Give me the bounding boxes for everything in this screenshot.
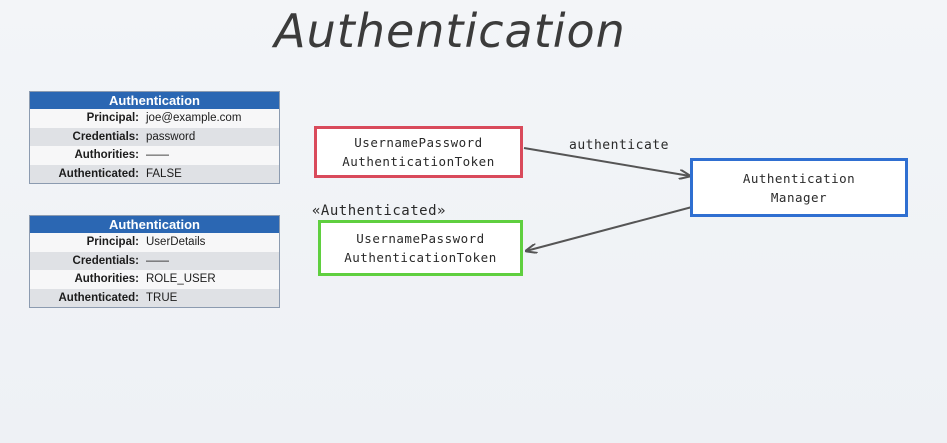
authenticated-stereotype: «Authenticated»	[312, 203, 446, 219]
authentication-table-unauthenticated: Authentication Principal: joe@example.co…	[29, 91, 280, 184]
row-key: Authorities:	[74, 273, 139, 285]
row-value: ——	[146, 254, 169, 267]
node-line-1: UsernamePassword	[354, 135, 483, 150]
row-key: Credentials:	[72, 254, 139, 267]
table-row-credentials: Credentials: password	[30, 127, 279, 146]
authentication-manager-node: Authentication Manager	[690, 158, 908, 217]
table-row-principal: Principal: joe@example.com	[30, 109, 279, 128]
row-value: TRUE	[146, 291, 178, 304]
table-row-principal: Principal: UserDetails	[30, 233, 279, 252]
table-header: Authentication	[30, 216, 279, 233]
node-line-2: AuthenticationToken	[344, 250, 497, 265]
node-line-1: UsernamePassword	[356, 231, 485, 246]
row-value: joe@example.com	[146, 112, 242, 124]
row-key: Principal:	[86, 236, 139, 248]
table-row-authenticated: Authenticated: TRUE	[30, 288, 279, 307]
row-value: UserDetails	[146, 236, 206, 248]
row-key: Authorities:	[74, 149, 139, 161]
request-token-node: UsernamePassword AuthenticationToken	[314, 126, 523, 178]
node-line-2: Manager	[770, 189, 828, 205]
row-value: ROLE_USER	[146, 273, 216, 285]
row-key: Authenticated:	[58, 167, 140, 180]
authentication-table-authenticated: Authentication Principal: UserDetails Cr…	[29, 215, 280, 308]
node-line-2: AuthenticationToken	[342, 154, 495, 169]
table-row-credentials: Credentials: ——	[30, 251, 279, 270]
page-title: Authentication	[274, 4, 626, 58]
row-key: Authenticated:	[58, 291, 140, 304]
authenticate-label: authenticate	[569, 138, 669, 153]
row-value: ——	[146, 149, 169, 161]
row-key: Credentials:	[72, 130, 139, 143]
authenticate-arrow	[523, 147, 690, 176]
table-row-authorities: Authorities: ——	[30, 146, 279, 165]
table-header: Authentication	[30, 92, 279, 109]
table-row-authenticated: Authenticated: FALSE	[30, 164, 279, 183]
node-line-1: Authentication	[742, 170, 856, 186]
table-row-authorities: Authorities: ROLE_USER	[30, 270, 279, 289]
return-arrow	[526, 206, 693, 251]
row-key: Principal:	[86, 112, 139, 124]
row-value: password	[146, 130, 196, 143]
authenticated-token-node: UsernamePassword AuthenticationToken	[318, 220, 523, 276]
row-value: FALSE	[146, 167, 182, 180]
